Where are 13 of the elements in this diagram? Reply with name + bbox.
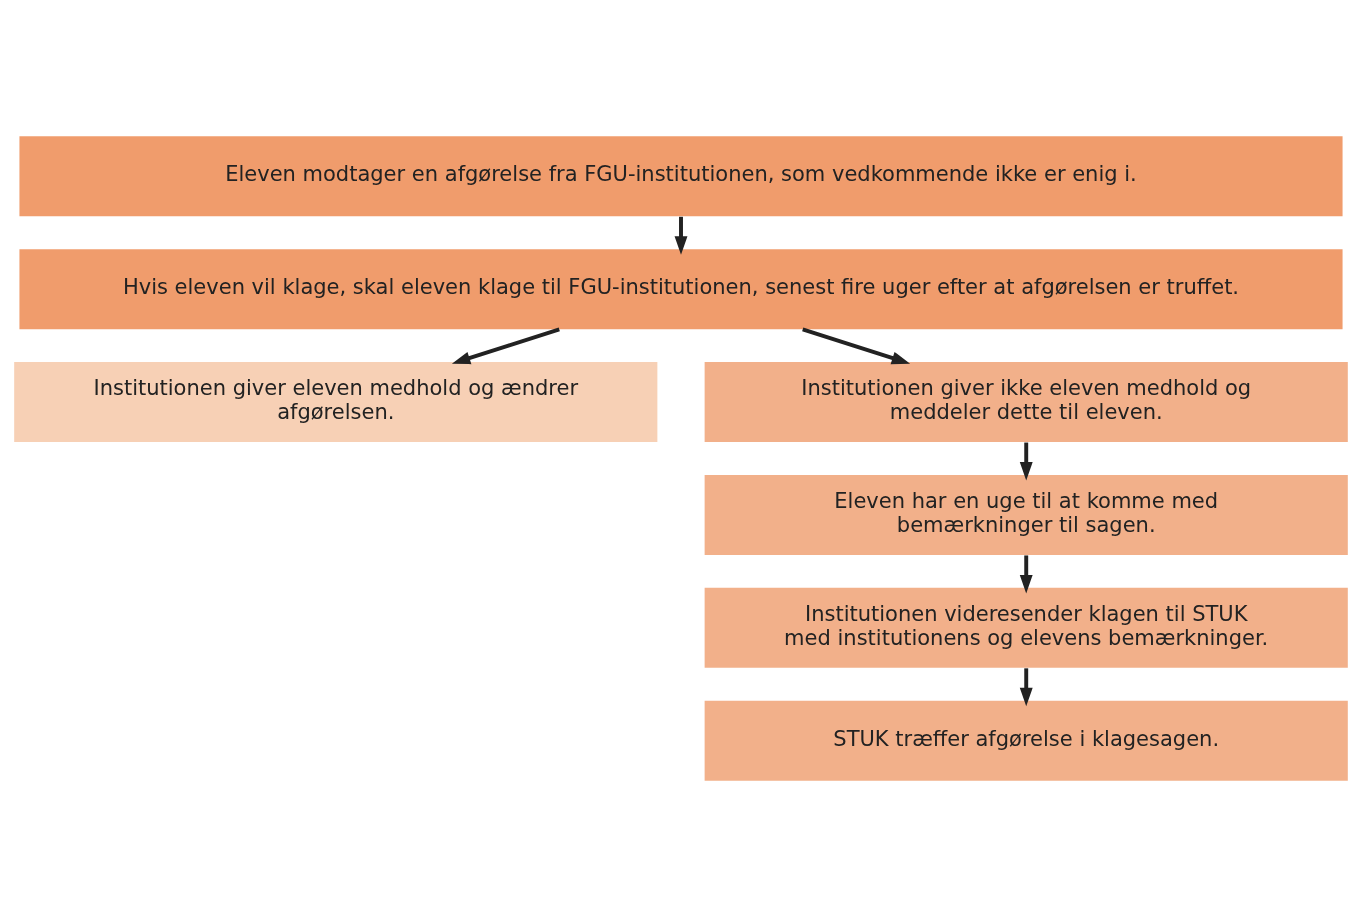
node-box: Institutionen giver eleven medhold og ændrer afgørelsen.	[14, 362, 658, 443]
arrow	[802, 327, 911, 365]
node-box: Institutionen videresender klagen til STUK med institutionens og elevens bemærkninger.	[704, 587, 1348, 668]
node-box: Eleven modtager en afgørelse fra FGU-institutionen, som vedkommende ikke er enig i.	[19, 136, 1343, 217]
node-box: Eleven har en uge til at komme med bemærkninger til sagen.	[704, 474, 1348, 555]
arrow	[1019, 555, 1033, 594]
node-box: Hvis eleven vil klage, skal eleven klage til FGU-institutionen, senest fire uger efter at afgørelsen er truffet.	[19, 249, 1343, 330]
node-box: Institutionen giver ikke eleven medhold og meddeler dette til eleven.	[704, 362, 1348, 443]
arrow	[674, 216, 688, 255]
arrow	[1019, 668, 1033, 707]
node-box: STUK træffer afgørelse i klagesagen.	[704, 700, 1348, 781]
arrow	[1019, 442, 1033, 481]
arrow	[451, 327, 560, 365]
